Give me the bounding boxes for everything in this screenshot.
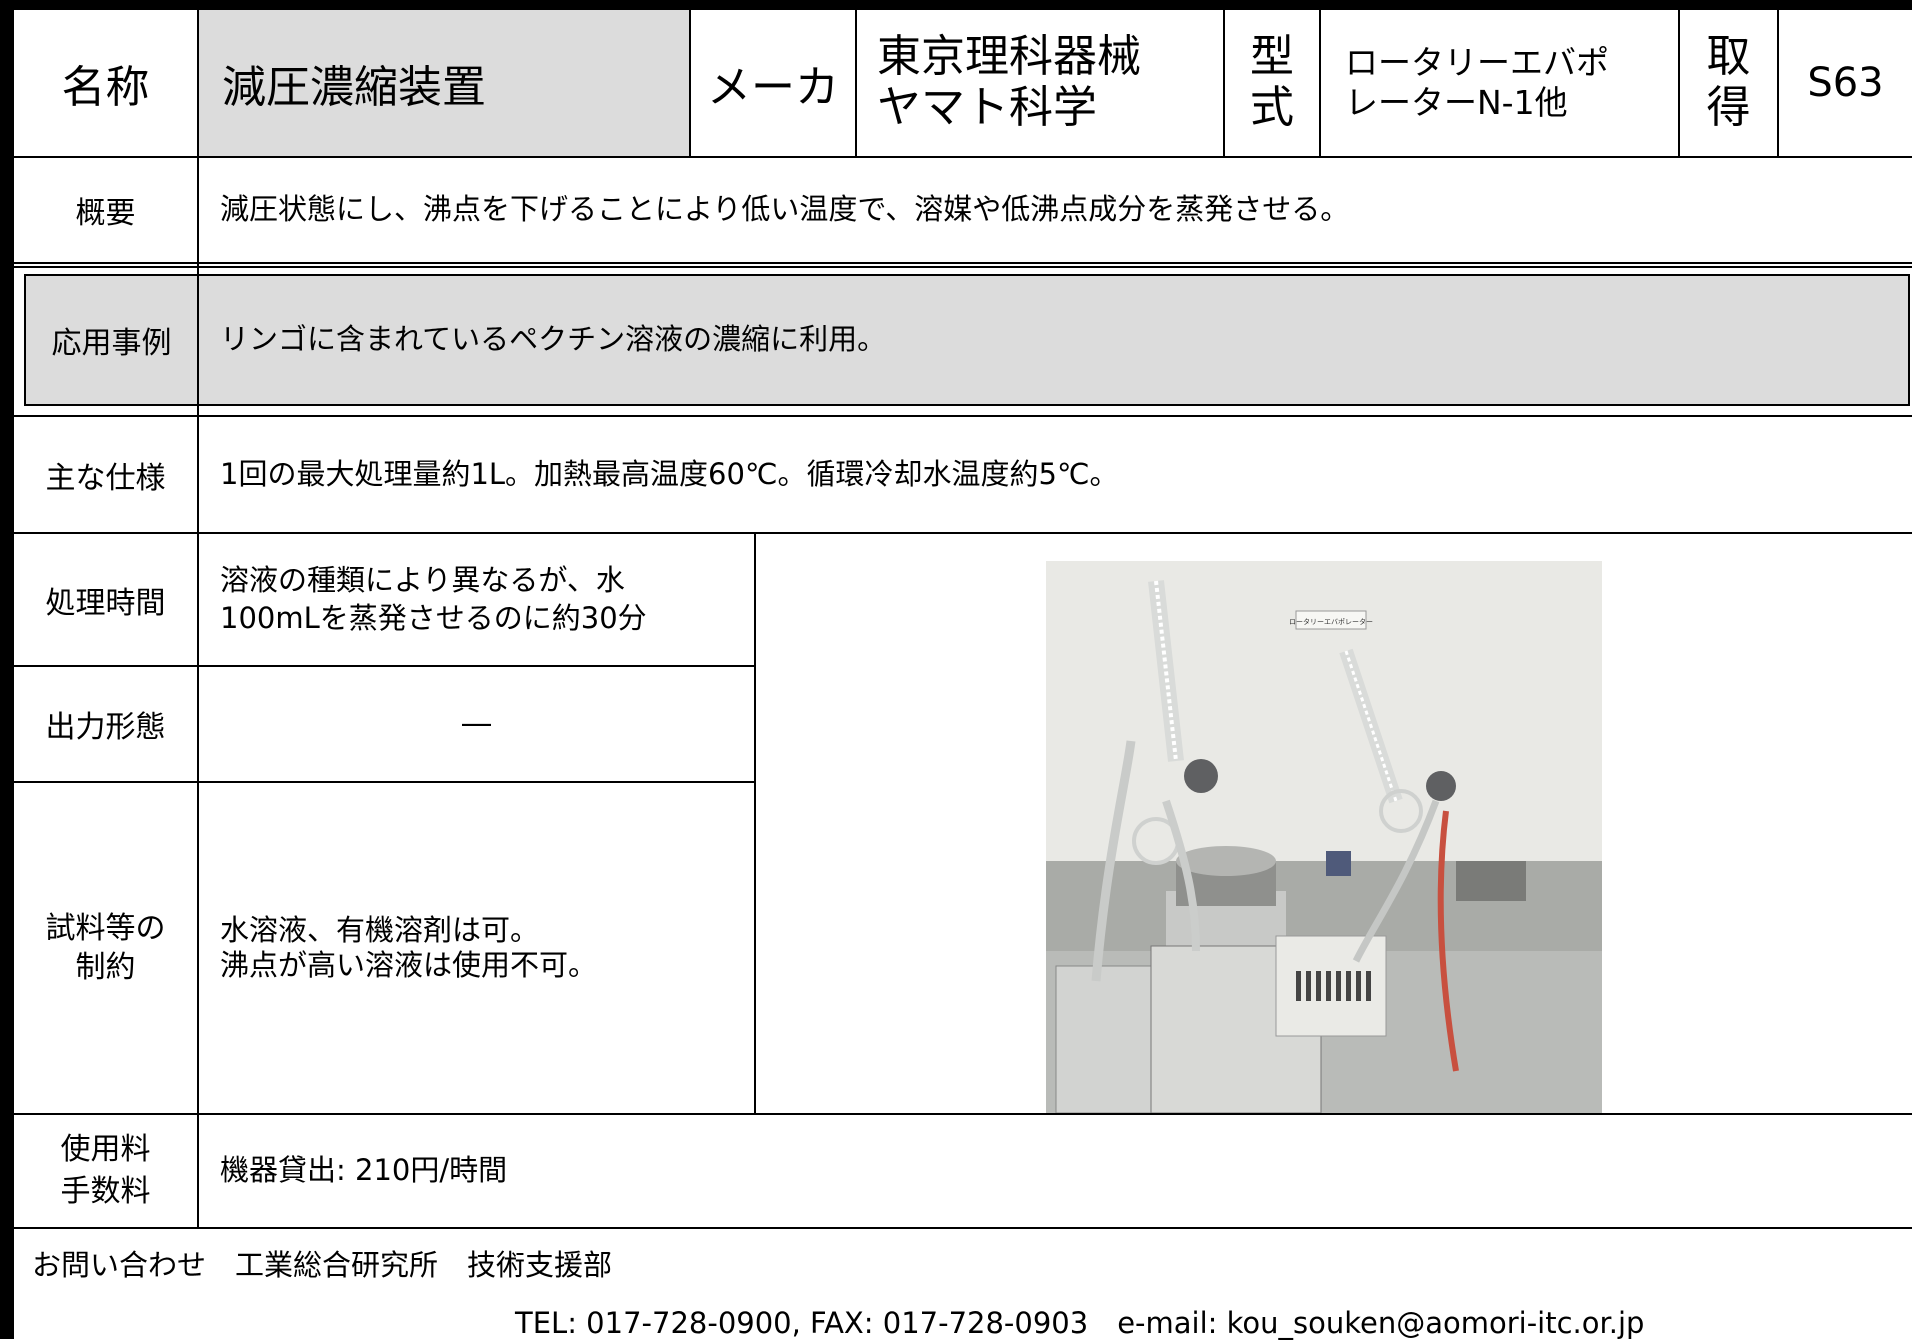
specs-text-cell: 1回の最大処理量約1L。加熱最高温度60℃。循環冷却水温度約5℃。: [199, 417, 1912, 532]
processing-time-label: 処理時間: [45, 585, 166, 621]
restrictions-label-2: 制約: [75, 950, 136, 985]
acquired-label-1: 取: [1706, 31, 1751, 83]
column-divider: [1319, 10, 1321, 156]
restrictions-line-1: 水溶液、有機溶剤は可。: [220, 913, 540, 948]
restrictions-label-cell: 試料等の 制約: [14, 783, 197, 1113]
application-label: 応用事例: [51, 326, 172, 361]
footer-details: TEL: 017-728-0900, FAX: 017-728-0903 e-m…: [515, 1306, 1645, 1340]
overview-label-cell: 概要: [14, 158, 197, 262]
row-divider: [14, 665, 754, 667]
row-divider: [14, 532, 1912, 534]
fee-label-cell: 使用料 手数料: [14, 1115, 197, 1227]
fee-text-cell: 機器貸出: 210円/時間: [199, 1115, 1912, 1227]
processing-time-line-1: 溶液の種類により異なるが、水: [220, 562, 625, 597]
row-divider: [14, 1113, 1912, 1115]
column-divider: [689, 10, 691, 156]
maker-line-1: 東京理科器械: [877, 31, 1141, 83]
name-label: 名称: [61, 62, 150, 113]
column-divider: [1777, 10, 1779, 156]
row-divider: [14, 156, 1912, 158]
application-row: [24, 274, 1910, 406]
name-value-cell: 減圧濃縮装置: [199, 10, 689, 156]
row-divider: [14, 415, 1912, 417]
row-divider: [14, 1227, 1912, 1229]
fee-label-1: 使用料: [60, 1132, 151, 1167]
column-divider: [754, 534, 756, 1113]
model-label-cell: 型 式: [1225, 10, 1319, 156]
row-divider: [14, 262, 1912, 264]
acquired-label-cell: 取 得: [1680, 10, 1777, 156]
fee-label-2: 手数料: [60, 1174, 151, 1209]
output-label: 出力形態: [45, 710, 166, 745]
acquired-value-cell: S63: [1779, 10, 1912, 156]
specs-label: 主な仕様: [45, 460, 166, 496]
maker-value-cell: 東京理科器械 ヤマト科学: [857, 10, 1223, 156]
photo-sign-text: ロータリーエバポレーター: [1289, 617, 1373, 626]
name-label-cell: 名称: [14, 10, 197, 156]
model-line-1: ロータリーエバポ: [1345, 43, 1609, 83]
processing-time-label-cell: 処理時間: [14, 534, 197, 665]
name-value: 減圧濃縮装置: [222, 62, 486, 113]
output-label-cell: 出力形態: [14, 667, 197, 781]
processing-time-text-cell: 溶液の種類により異なるが、水 100mLを蒸発させるのに約30分: [199, 534, 754, 665]
model-value-cell: ロータリーエバポ レーターN-1他: [1321, 10, 1678, 156]
specs-label-cell: 主な仕様: [14, 417, 197, 532]
application-label-cell: 応用事例: [26, 276, 197, 404]
maker-label: メーカ: [707, 62, 839, 113]
model-line-2: レーターN-1他: [1345, 83, 1568, 122]
model-label-1: 型: [1250, 31, 1294, 83]
fee-text: 機器貸出: 210円/時間: [220, 1153, 508, 1188]
row-divider: [14, 781, 754, 783]
equipment-photo: ロータリーエバポレーター: [1046, 561, 1602, 1113]
application-text: リンゴに含まれているペクチン溶液の濃縮に利用。: [220, 322, 887, 357]
overview-text: 減圧状態にし、沸点を下げることにより低い温度で、溶媒や低沸点成分を蒸発させる。: [220, 192, 1350, 227]
column-divider: [1223, 10, 1225, 156]
rotary-evaporator-image: ロータリーエバポレーター: [1046, 561, 1602, 1113]
column-divider: [855, 10, 857, 156]
processing-time-line-2: 100mLを蒸発させるのに約30分: [220, 600, 647, 635]
overview-text-cell: 減圧状態にし、沸点を下げることにより低い温度で、溶媒や低沸点成分を蒸発させる。: [199, 158, 1912, 262]
specs-text: 1回の最大処理量約1L。加熱最高温度60℃。循環冷却水温度約5℃。: [220, 456, 1119, 491]
maker-label-cell: メーカ: [691, 10, 855, 156]
model-label-2: 式: [1250, 82, 1294, 133]
output-text-cell: ―: [199, 667, 754, 781]
output-text: ―: [462, 706, 491, 741]
acquired-label-2: 得: [1706, 82, 1751, 133]
restrictions-text-cell: 水溶液、有機溶剤は可。 沸点が高い溶液は使用不可。: [199, 783, 754, 1113]
restrictions-label-1: 試料等の: [45, 911, 166, 946]
row-divider: [14, 266, 1912, 268]
column-divider: [197, 10, 199, 1229]
application-text-cell: リンゴに含まれているペクチン溶液の濃縮に利用。: [199, 276, 1899, 404]
footer-contact: お問い合わせ 工業総合研究所 技術支援部: [32, 1248, 613, 1282]
restrictions-line-2: 沸点が高い溶液は使用不可。: [220, 948, 598, 982]
overview-label: 概要: [75, 196, 136, 231]
acquired-value: S63: [1807, 60, 1884, 106]
maker-line-2: ヤマト科学: [877, 82, 1097, 133]
column-divider: [1678, 10, 1680, 156]
